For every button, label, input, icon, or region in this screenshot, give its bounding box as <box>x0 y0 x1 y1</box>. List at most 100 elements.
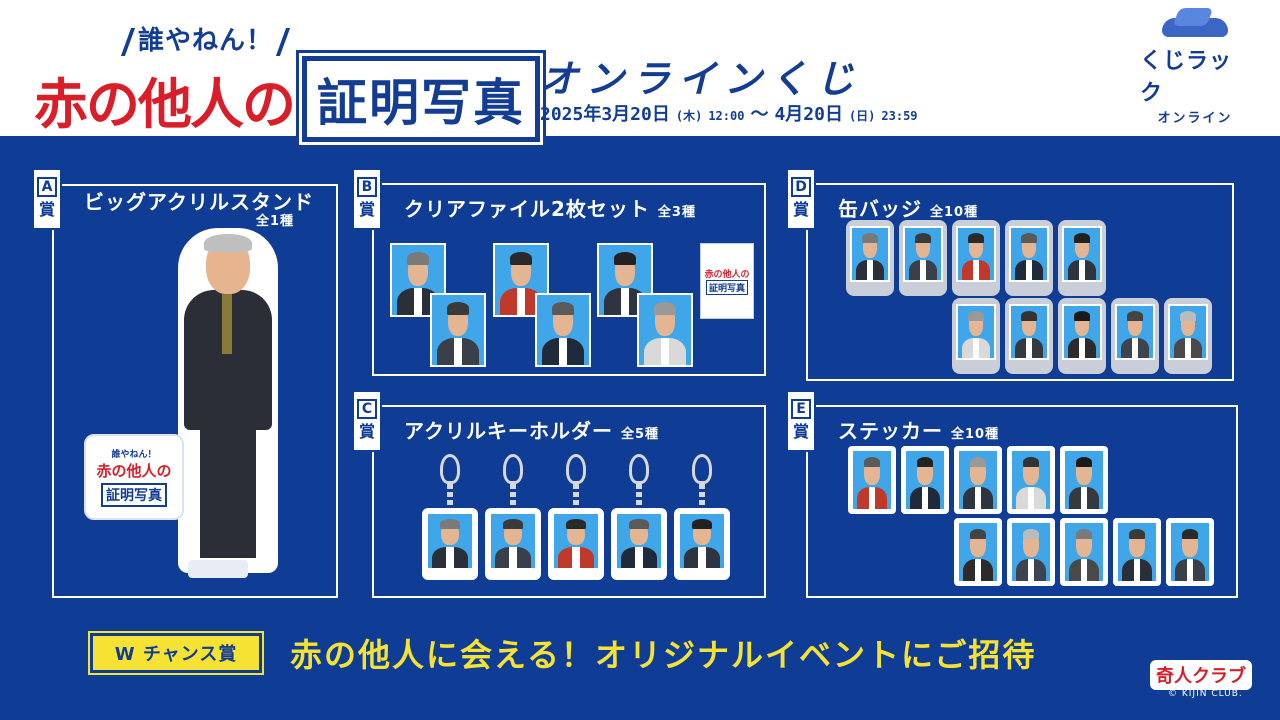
sticker-photo <box>957 449 999 511</box>
prize-e-panel <box>806 405 1238 598</box>
logo-red-text: 赤の他人の <box>34 72 296 136</box>
acrylic-stand-figure <box>178 228 278 573</box>
sticker-photo <box>1063 449 1105 511</box>
can-badge-photo <box>956 304 996 360</box>
can-badge-photo <box>850 226 890 282</box>
clear-file-photo <box>535 293 591 367</box>
stand-base-logo: 誰やねん！ 赤の他人の 証明写真 <box>84 434 184 520</box>
prize-b-kanji: 賞 <box>358 200 375 219</box>
prize-b-title: クリアファイル2枚セット <box>404 197 650 221</box>
prize-c-title: アクリルキーホルダー <box>404 419 613 443</box>
keyholder-ring <box>692 454 712 484</box>
prize-b-title-row: クリアファイル2枚セット全3種 <box>404 193 696 222</box>
prize-c-panel <box>372 405 766 598</box>
prize-d-title: 缶バッジ <box>838 197 922 221</box>
prize-e-title-row: ステッカー全10種 <box>838 415 999 444</box>
prize-a-letter: A <box>37 177 57 197</box>
prize-d-letter: D <box>791 177 811 197</box>
keyholder-chain <box>510 484 516 508</box>
prize-b-badge: B 賞 <box>352 168 382 230</box>
prize-e-kanji: 賞 <box>792 422 809 441</box>
keyholder-photo <box>489 512 537 570</box>
kijin-club-logo[interactable]: 奇人クラブ <box>1150 660 1252 690</box>
logo-subtitle-text: 誰やねん！ <box>138 26 274 56</box>
keyholder-chain <box>699 484 705 508</box>
prize-d-title-row: 缶バッジ全10種 <box>838 193 978 222</box>
prize-a-count-wrap: 全1種 <box>256 210 294 229</box>
prize-c-badge: C 賞 <box>352 390 382 452</box>
copyright-text: © KIJIN CLUB. <box>1168 689 1243 699</box>
keyholder-chain <box>636 484 642 508</box>
can-badge-photo <box>956 226 996 282</box>
sticker-photo <box>851 449 893 511</box>
stand-base-top: 誰やねん！ <box>111 450 157 460</box>
sticker-photo <box>1063 521 1105 583</box>
prize-d-kanji: 賞 <box>792 200 809 219</box>
prize-e-title: ステッカー <box>838 419 943 443</box>
prize-d-count: 全10種 <box>930 205 979 220</box>
prize-c-title-row: アクリルキーホルダー全5種 <box>404 415 659 444</box>
date-end: 4月20日 <box>774 104 843 125</box>
prize-a-panel <box>52 184 338 598</box>
clear-file-card: 赤の他人の 証明写真 <box>700 243 754 319</box>
stand-base-box: 証明写真 <box>101 483 167 507</box>
sticker-photo <box>1116 521 1158 583</box>
prize-b-letter: B <box>357 177 377 197</box>
sticker-photo <box>1010 521 1052 583</box>
keyholder-ring <box>566 454 586 484</box>
stand-base-red: 赤の他人の <box>96 462 172 480</box>
logo-box-text: 証明写真 <box>302 56 540 142</box>
kuji-logo-line2: オンライン <box>1157 111 1233 126</box>
file-card-box: 証明写真 <box>705 280 748 295</box>
campaign-dates: 2025年3月20日 (木) 12:00 〜 4月20日 (日) 23:59 <box>540 100 918 126</box>
keyholder-photo <box>426 512 474 570</box>
keyholder-photo <box>678 512 726 570</box>
keyholder-ring <box>440 454 460 484</box>
can-badge-photo <box>1009 304 1049 360</box>
w-chance-text: 赤の他人に会える！オリジナルイベントにご招待 <box>290 636 1037 674</box>
prize-e-count: 全10種 <box>951 427 1000 442</box>
kuji-rack-logo[interactable]: くじラック オンライン <box>1140 18 1250 126</box>
can-badge-photo <box>1168 304 1208 360</box>
sticker-photo <box>904 449 946 511</box>
logo-subtitle: 誰やねん！ <box>118 20 293 57</box>
sticker-photo <box>1010 449 1052 511</box>
sticker-photo <box>1169 521 1211 583</box>
date-separator: 〜 <box>750 104 769 125</box>
keyholder-chain <box>447 484 453 508</box>
header-banner: 誰やねん！ 赤の他人の 証明写真 オンラインくじ 2025年3月20日 (木) … <box>0 0 1280 142</box>
w-chance-badge: W チャンス賞 <box>90 633 262 673</box>
file-card-red: 赤の他人の <box>704 270 750 280</box>
keyholder-chain <box>573 484 579 508</box>
prize-c-kanji: 賞 <box>358 422 375 441</box>
keyholder-ring <box>629 454 649 484</box>
prize-c-letter: C <box>357 399 377 419</box>
prize-a-badge: A 賞 <box>32 168 62 230</box>
keyholder-photo <box>615 512 663 570</box>
can-badge-photo <box>1115 304 1155 360</box>
prize-b-panel <box>372 183 766 376</box>
date-start: 2025年3月20日 <box>540 104 670 125</box>
logo-main: 赤の他人の 証明写真 <box>34 56 540 142</box>
keyholder-photo <box>552 512 600 570</box>
prize-e-badge: E 賞 <box>786 390 816 452</box>
prize-a-title: ビッグアクリルスタンド <box>84 190 314 214</box>
logo-slash-left <box>120 27 136 56</box>
prize-a-kanji: 賞 <box>38 200 55 219</box>
can-badge-photo <box>1062 304 1102 360</box>
campaign-title: オンラインくじ <box>540 57 863 101</box>
stand-foot <box>188 560 248 578</box>
prize-d-panel <box>806 183 1234 381</box>
date-end-time: 23:59 <box>881 109 918 123</box>
whale-icon <box>1162 18 1228 37</box>
logo-slash-right <box>275 27 291 56</box>
can-badge-photo <box>903 226 943 282</box>
kuji-logo-line1: くじラック <box>1140 49 1233 106</box>
date-start-dow: (木) <box>675 109 703 123</box>
date-end-dow: (日) <box>848 109 876 123</box>
clear-file-photo <box>597 243 653 317</box>
can-badge-photo <box>1009 226 1049 282</box>
figure-tie <box>222 294 232 354</box>
prize-b-count: 全3種 <box>657 205 696 220</box>
sticker-photo <box>957 521 999 583</box>
